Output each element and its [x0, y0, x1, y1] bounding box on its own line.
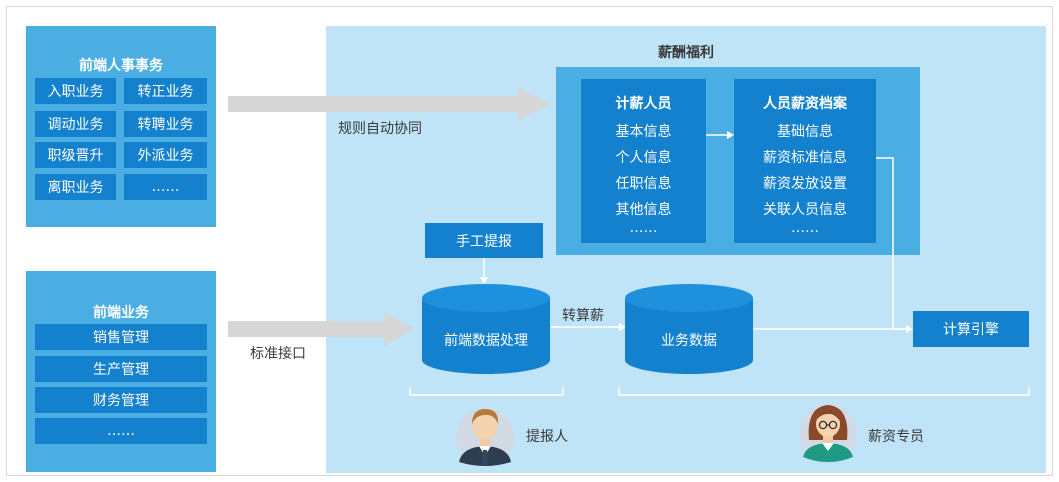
- front-biz-title: 前端业务: [93, 305, 149, 321]
- hr-item-reemployment: 转聘业务: [124, 111, 207, 137]
- front-data-cylinder: [422, 284, 550, 374]
- data-to-business-arrowhead: [619, 323, 626, 331]
- manual-to-data-arrowhead: [480, 277, 488, 284]
- payroll-staff-item: ……: [629, 220, 658, 236]
- hr-item-resignation: 离职业务: [35, 174, 116, 200]
- hr-item-transfer: 调动业务: [35, 111, 116, 137]
- salary-archive-box: 人员薪资档案 基础信息 薪资标准信息 薪资发放设置 关联人员信息 ……: [734, 79, 876, 243]
- hr-item-promotion: 职级晋升: [35, 142, 116, 168]
- salary-specialist-label: 薪资专员: [868, 429, 924, 445]
- archive-to-engine-arrowhead: [906, 325, 913, 333]
- salary-archive-item: 薪资标准信息: [763, 150, 847, 166]
- reporter-label: 提报人: [526, 429, 568, 445]
- biz-item-more: ……: [35, 418, 207, 444]
- front-biz-panel: 前端业务 销售管理 生产管理 财务管理 ……: [26, 271, 216, 472]
- salary-archive-item: 薪资发放设置: [763, 176, 847, 192]
- salary-archive-item: 基础信息: [777, 124, 833, 140]
- payroll-staff-item: 基本信息: [615, 124, 672, 140]
- payroll-staff-title: 计薪人员: [615, 96, 672, 112]
- payroll-staff-box: 计薪人员 基本信息 个人信息 任职信息 其他信息 ……: [581, 79, 706, 243]
- business-data-cylinder: [625, 284, 753, 374]
- standard-api-label: 标准接口: [250, 346, 306, 362]
- standard-api-arrow: [228, 312, 414, 346]
- reporter-avatar: [456, 408, 514, 466]
- biz-item-finance: 财务管理: [35, 387, 207, 413]
- transfer-label: 转算薪: [562, 308, 604, 324]
- rule-sync-arrow: [228, 87, 550, 121]
- front-hr-title: 前端人事事务: [79, 58, 163, 74]
- outer-frame: [6, 6, 1053, 476]
- calc-engine-box: 计算引擎: [913, 311, 1029, 347]
- staff-to-archive-arrowhead: [727, 131, 734, 139]
- hr-item-more: ……: [124, 174, 207, 200]
- specialist-bracket: [618, 387, 1030, 396]
- salary-welfare-title: 薪酬福利: [658, 45, 714, 61]
- salary-archive-item: ……: [791, 220, 819, 236]
- hr-item-onboarding: 入职业务: [35, 78, 116, 104]
- biz-item-production: 生产管理: [35, 356, 207, 382]
- salary-archive-title: 人员薪资档案: [763, 96, 847, 112]
- rule-sync-label: 规则自动协同: [338, 121, 422, 137]
- archive-to-engine-line: [876, 157, 906, 330]
- manual-report-box: 手工提报: [425, 223, 543, 258]
- payroll-staff-item: 其他信息: [615, 202, 672, 218]
- payroll-staff-item: 个人信息: [615, 150, 672, 166]
- hr-item-regularization: 转正业务: [124, 78, 207, 104]
- salary-archive-item: 关联人员信息: [763, 202, 847, 218]
- front-hr-panel: 前端人事事务 入职业务 转正业务 调动业务 转聘业务 职级晋升 外派业务 离职业…: [26, 26, 216, 227]
- salary-specialist-avatar: [799, 404, 857, 462]
- front-data-label: 前端数据处理: [444, 333, 528, 349]
- reporter-bracket: [409, 387, 564, 396]
- biz-item-sales: 销售管理: [35, 324, 207, 350]
- payroll-staff-item: 任职信息: [615, 176, 672, 192]
- business-data-label: 业务数据: [661, 333, 717, 349]
- hr-item-assignment: 外派业务: [124, 142, 207, 168]
